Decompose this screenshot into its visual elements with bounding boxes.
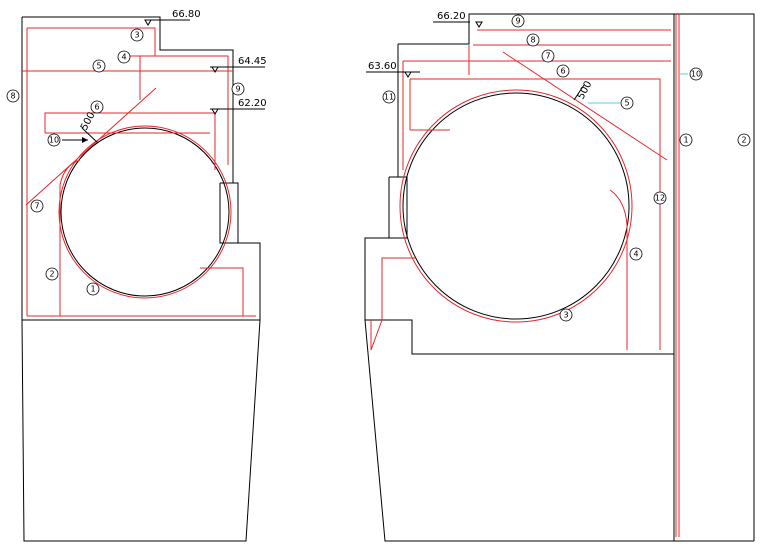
left-rebar-inner-box	[44, 112, 216, 170]
left-step	[238, 242, 261, 320]
svg-text:4: 4	[633, 250, 638, 259]
elev-label-66-20: 66.20	[437, 11, 466, 22]
elev-label-63-60: 63.60	[368, 61, 397, 72]
marker-5: 5	[92, 59, 106, 73]
svg-text:9: 9	[235, 85, 240, 94]
elev-triangle	[404, 71, 412, 78]
right-section: 66.20 63.60 500 1 2 3 4 5 6 7 8 9 10 11 …	[364, 11, 755, 542]
marker-9: 9	[511, 14, 525, 28]
marker-7: 7	[541, 49, 555, 63]
right-dim-500: 500	[576, 79, 595, 101]
elev-label-62-20: 62.20	[238, 98, 267, 109]
marker-10: 10	[689, 67, 703, 81]
svg-text:1: 1	[90, 285, 95, 294]
left-diagonal-6	[25, 87, 157, 206]
marker-2: 2	[737, 133, 751, 147]
right-step	[364, 237, 674, 355]
marker-6: 6	[556, 64, 570, 78]
svg-text:2: 2	[49, 270, 54, 279]
svg-text:6: 6	[94, 103, 99, 112]
elev-triangle	[475, 21, 483, 28]
marker-8: 8	[6, 89, 20, 103]
marker-2: 2	[45, 267, 59, 281]
marker-5: 5	[620, 96, 634, 110]
left-rebar-curve	[59, 159, 81, 316]
svg-text:2: 2	[741, 136, 746, 145]
svg-text:8: 8	[10, 92, 15, 101]
right-outline	[398, 13, 755, 541]
marker-7: 7	[30, 199, 44, 213]
left-tunnel-inner	[60, 127, 230, 297]
marker-4: 4	[117, 50, 131, 64]
marker-8: 8	[526, 33, 540, 47]
elev-triangle	[144, 19, 152, 26]
marker-3: 3	[559, 308, 573, 322]
right-diagonal-5	[502, 51, 668, 161]
right-tunnel-inner	[402, 92, 630, 320]
svg-text:5: 5	[96, 62, 101, 71]
right-rebar-curve	[609, 189, 628, 350]
svg-text:7: 7	[34, 202, 39, 211]
left-dim-500: 500	[79, 110, 98, 132]
svg-text:12: 12	[655, 194, 665, 203]
elev-triangle	[211, 108, 219, 115]
elev-label-66-80: 66.80	[172, 9, 201, 20]
left-base-block	[21, 319, 261, 542]
svg-text:10: 10	[691, 70, 701, 79]
marker-11: 11	[382, 90, 396, 104]
right-rebar-bottom	[370, 257, 415, 351]
svg-text:6: 6	[560, 67, 565, 76]
arrow-icon	[82, 137, 88, 143]
right-layer-6	[410, 78, 661, 350]
svg-text:5: 5	[624, 99, 629, 108]
marker-10: 10	[47, 133, 61, 147]
svg-text:8: 8	[530, 36, 535, 45]
svg-text:1: 1	[683, 136, 688, 145]
svg-text:11: 11	[384, 93, 394, 102]
left-outline	[22, 16, 234, 183]
marker-9: 9	[231, 82, 245, 96]
svg-text:9: 9	[515, 17, 520, 26]
left-tunnel-rebar	[58, 125, 232, 299]
marker-6: 6	[90, 100, 104, 114]
marker-3: 3	[130, 28, 144, 42]
marker-12: 12	[653, 191, 667, 205]
right-gate-slot	[388, 176, 408, 239]
svg-text:3: 3	[563, 311, 568, 320]
svg-text:7: 7	[545, 52, 550, 61]
right-tunnel-rebar	[399, 89, 633, 323]
left-rebar-bottom	[200, 267, 244, 316]
svg-text:4: 4	[121, 53, 126, 62]
right-dim-line	[573, 84, 585, 101]
marker-4: 4	[629, 247, 643, 261]
svg-text:3: 3	[134, 31, 139, 40]
right-base	[364, 319, 754, 542]
marker-1: 1	[86, 282, 100, 296]
elev-triangle	[211, 66, 219, 73]
left-dim-line	[81, 127, 99, 144]
left-section: 66.80 64.45 62.20 500 1 2 3 4 5 6 7 8 9 …	[6, 9, 267, 542]
svg-text:10: 10	[49, 136, 59, 145]
elev-label-64-45: 64.45	[238, 56, 267, 67]
marker-1: 1	[679, 133, 693, 147]
